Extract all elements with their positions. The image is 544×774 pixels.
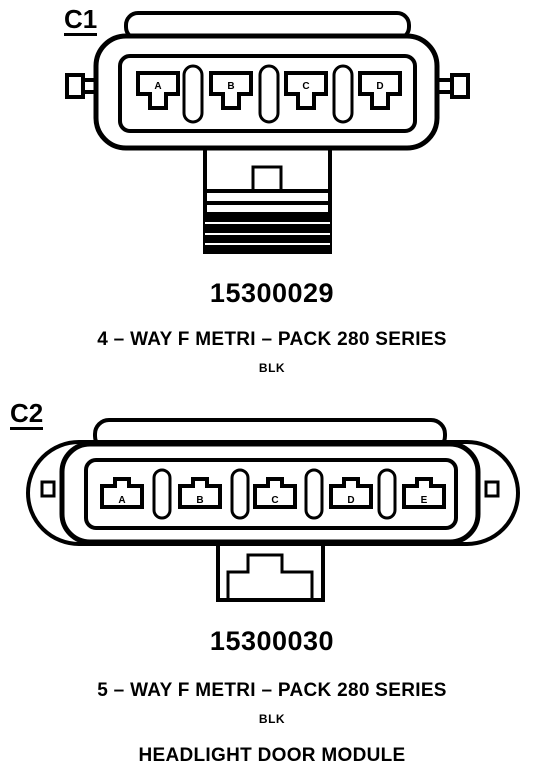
c1-terminal-letter: A <box>154 81 161 92</box>
c2-divider <box>377 468 397 520</box>
c2-rear-key <box>226 553 314 600</box>
c1-left-latch <box>65 73 85 99</box>
c2-terminal-letter: E <box>421 495 428 506</box>
c2-divider <box>304 468 324 520</box>
c1-terminal-cavity <box>136 71 180 110</box>
c2-terminal-letter: A <box>118 495 125 506</box>
c2-terminal-cavity <box>100 477 144 509</box>
c1-right-latch <box>450 73 470 99</box>
c1-terminal-letter: B <box>227 81 234 92</box>
c2-terminal-cavity <box>253 477 297 509</box>
c1-rear-ribs <box>205 212 330 252</box>
c1-divider <box>182 64 204 124</box>
c2-connector-drawing: A B C D E <box>26 418 520 602</box>
c1-terminal-letter: D <box>376 81 383 92</box>
c2-part-number: 15300030 <box>209 626 335 656</box>
c1-divider <box>332 64 354 124</box>
diagram-title: HEADLIGHT DOOR MODULE <box>138 745 406 766</box>
c1-terminal-letter: C <box>302 81 309 92</box>
c2-divider <box>152 468 172 520</box>
c2-color: BLK <box>258 712 286 726</box>
c2-label: C2 <box>10 398 44 430</box>
c2-terminal-cavity <box>329 477 373 509</box>
c2-terminal-letter: B <box>196 495 203 506</box>
c2-divider <box>230 468 250 520</box>
c2-terminal-cavity <box>178 477 222 509</box>
c1-terminal-cavity <box>209 71 253 110</box>
c2-terminal-letter: D <box>347 495 354 506</box>
c2-terminal-letter: C <box>271 495 278 506</box>
c2-description: 5 – WAY F METRI – PACK 280 SERIES <box>97 680 447 701</box>
c2-left-latch <box>40 480 56 498</box>
c2-right-latch <box>484 480 500 498</box>
c2-terminal-cavity <box>402 477 446 509</box>
c1-label: C1 <box>64 4 98 36</box>
c1-connector-drawing: A B C D <box>65 11 470 254</box>
c1-color: BLK <box>258 361 286 375</box>
c1-description: 4 – WAY F METRI – PACK 280 SERIES <box>97 329 447 350</box>
c1-terminal-cavity <box>358 71 402 110</box>
c2-rear-shell <box>216 535 325 602</box>
c1-part-number: 15300029 <box>209 278 335 308</box>
c1-terminal-cavity <box>284 71 328 110</box>
c1-rear-key <box>251 165 283 193</box>
c1-divider <box>258 64 280 124</box>
